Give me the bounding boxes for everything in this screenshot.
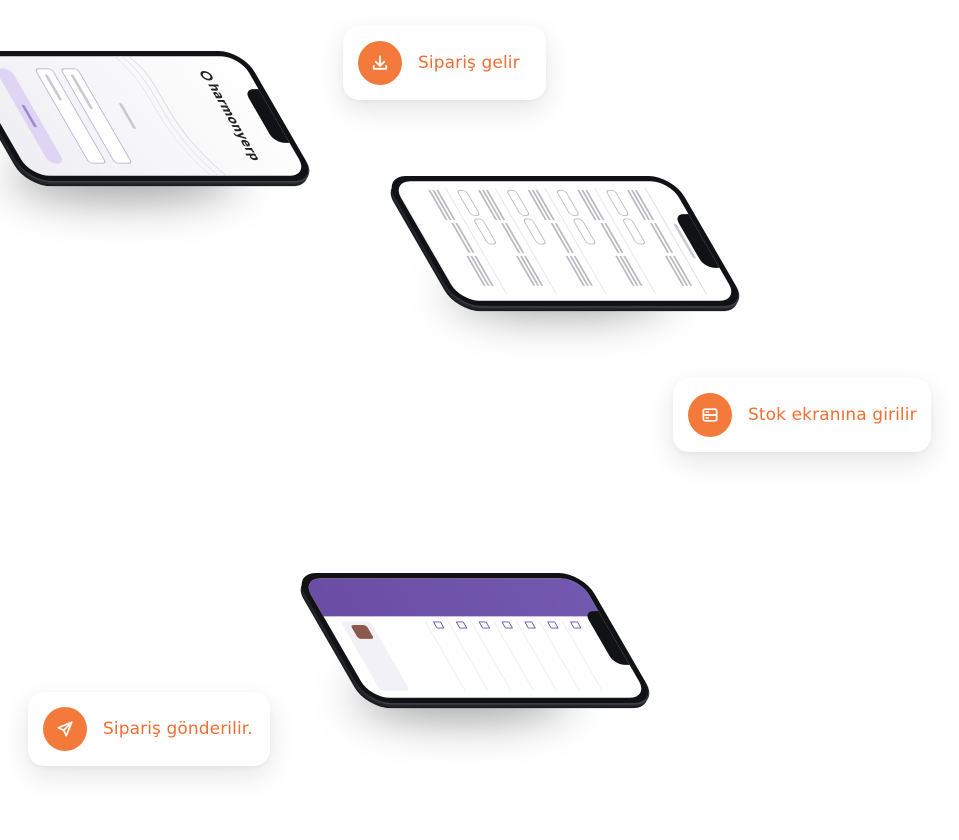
menu-screen [301, 578, 649, 698]
order-list-screen [391, 181, 739, 301]
phone-mockup-login: harmonyerp [0, 0, 318, 230]
phone-frame [382, 176, 748, 306]
callout-label: Sipariş gelir [418, 53, 520, 73]
callout-label: Sipariş gönderilir. [103, 719, 253, 739]
callout-label: Stok ekranına girilir [748, 405, 917, 425]
user-footer[interactable] [340, 621, 411, 691]
download-icon [358, 41, 402, 85]
send-icon [43, 707, 87, 751]
login-screen: harmonyerp [0, 56, 309, 176]
list-icon [688, 393, 732, 437]
phone-mockup-menu [292, 530, 658, 750]
phone-mockup-orders [382, 130, 748, 350]
sidebar-panel [301, 578, 602, 617]
callout-order-sent: Sipariş gönderilir. [28, 692, 270, 766]
phone-frame: harmonyerp [0, 51, 318, 181]
callout-stock-entry: Stok ekranına girilir [673, 378, 931, 452]
decorative-wave [103, 56, 251, 176]
callout-order-received: Sipariş gelir [343, 26, 546, 100]
phone-frame [292, 573, 658, 703]
avatar [350, 625, 375, 639]
logo-mark-icon [198, 71, 216, 81]
